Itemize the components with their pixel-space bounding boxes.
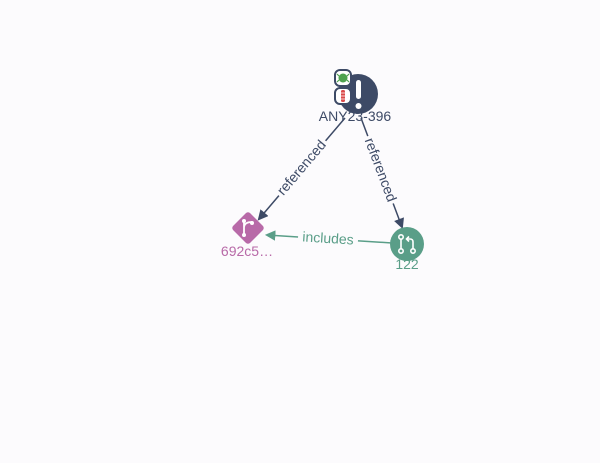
node-issue[interactable]: ANY23-396 <box>319 69 392 124</box>
edge-issue-commit[interactable]: referenced <box>257 117 346 221</box>
bug-icon <box>334 69 352 87</box>
edge-label-referenced: referenced <box>273 137 329 198</box>
edge-pull-commit[interactable]: includes <box>264 227 393 249</box>
priority-icon <box>334 87 352 105</box>
pull-request-icon <box>397 234 416 255</box>
node-label-commit: 692c5… <box>221 243 273 259</box>
node-label-issue: ANY23-396 <box>319 108 392 124</box>
edge-issue-pull[interactable]: referenced <box>359 117 404 229</box>
git-commit-icon <box>232 212 264 244</box>
node-label-pull: 122 <box>395 256 419 272</box>
node-pull[interactable]: 122 <box>390 227 424 272</box>
edge-label-includes: includes <box>302 228 354 247</box>
node-commit[interactable]: 692c5… <box>221 211 273 259</box>
exclamation-icon <box>355 80 362 109</box>
